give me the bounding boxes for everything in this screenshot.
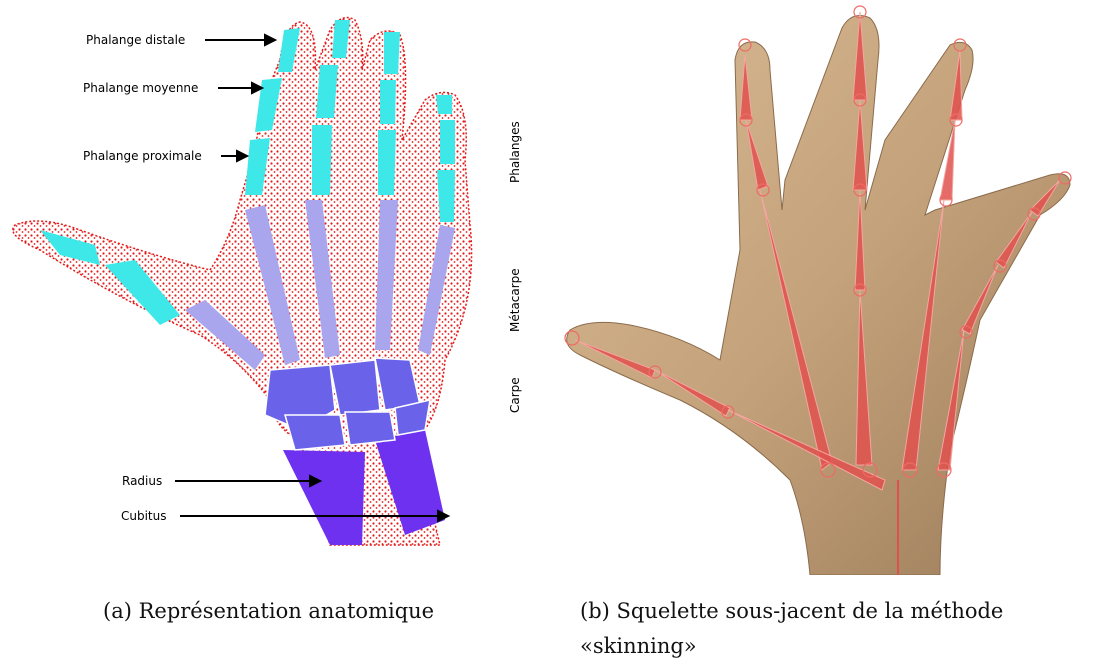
skinning-hand-svg [560,0,1095,575]
label-phalange-proximale: Phalange proximale [83,149,202,163]
hand-skin [567,16,1070,575]
label-carpe: Carpe [508,377,522,413]
label-cubitus: Cubitus [121,509,167,523]
label-phalanges: Phalanges [508,121,522,183]
label-phalange-moyenne: Phalange moyenne [83,81,198,95]
label-metacarpe: Métacarpe [508,268,522,332]
anatomical-hand-svg: Phalange distale Phalange moyenne Phalan… [0,0,540,575]
skinning-hand-figure [560,0,1095,575]
caption-a: (a) Représentation anatomique [103,594,434,629]
label-radius: Radius [122,474,162,488]
anatomical-hand-figure: Phalange distale Phalange moyenne Phalan… [0,0,540,575]
label-phalange-distale: Phalange distale [86,33,185,47]
radius-bone [283,450,365,545]
